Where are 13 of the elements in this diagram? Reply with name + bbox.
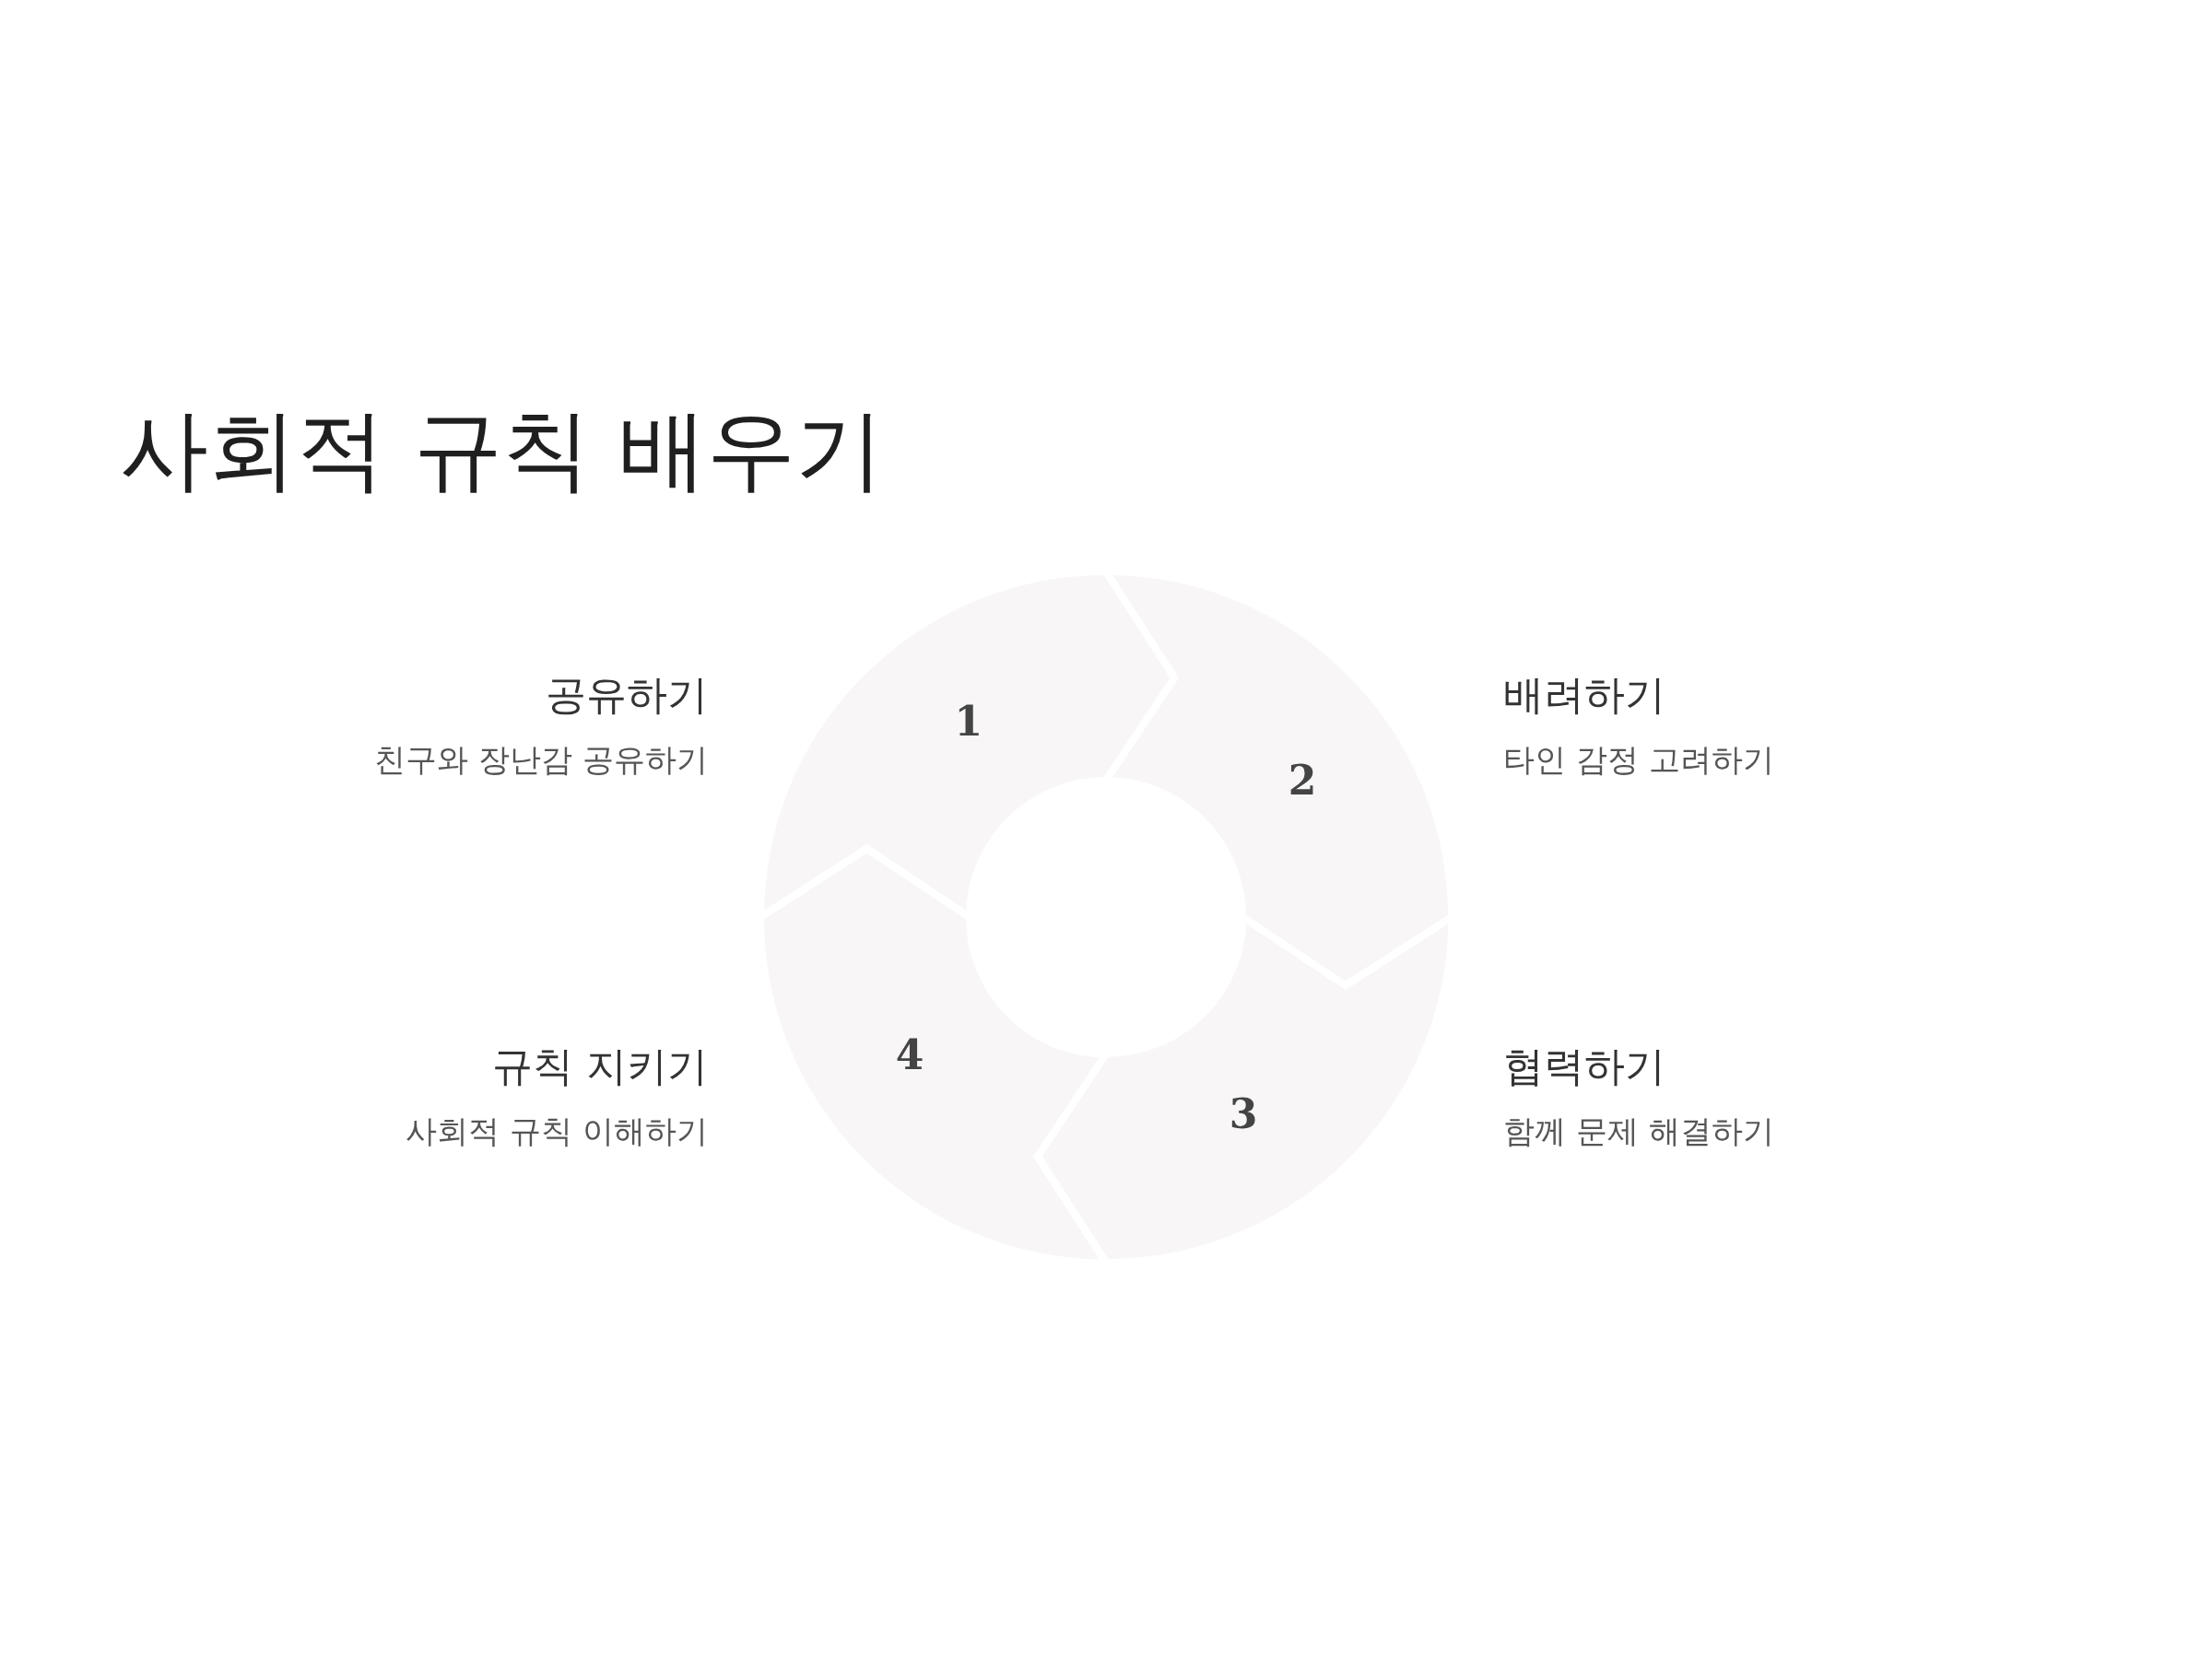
step-number: 4 [895,1030,924,1078]
step-heading: 공유하기 [546,670,708,720]
step-number: 2 [1288,756,1317,804]
step-heading: 협력하기 [1503,1041,1665,1091]
step-description: 함께 문제 해결하기 [1503,1112,1774,1151]
step-description: 친구와 장난감 공유하기 [374,740,708,780]
step-number: 3 [1229,1089,1258,1137]
step-heading: 규칙 지키기 [492,1041,708,1091]
step-heading: 배려하기 [1503,670,1665,720]
step-description: 사회적 규칙 이해하기 [406,1112,708,1151]
step-description: 타인 감정 고려하기 [1503,740,1774,780]
title: 사회적 규칙 배우기 [120,397,885,503]
step-number: 1 [954,697,983,745]
